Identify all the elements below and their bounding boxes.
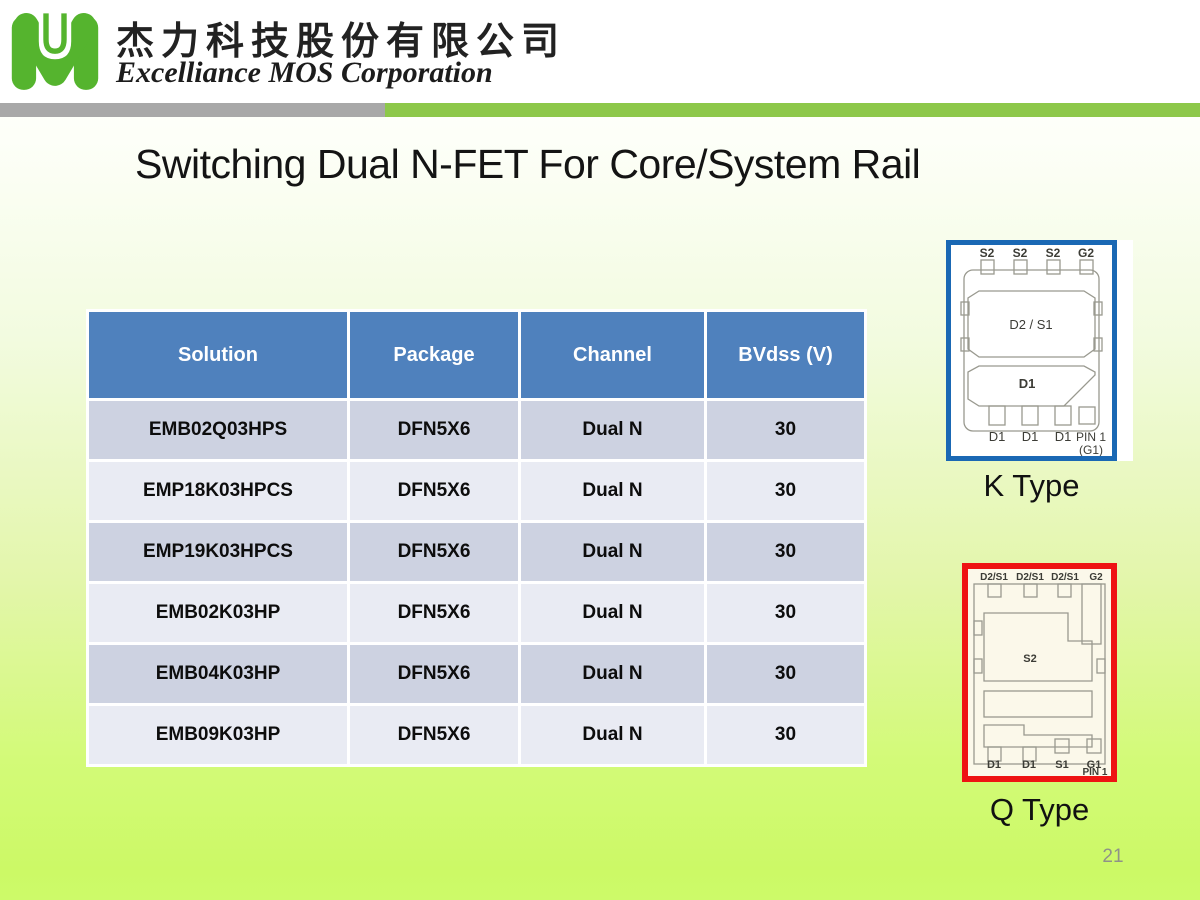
table-cell: DFN5X6 xyxy=(347,459,521,523)
svg-text:S2: S2 xyxy=(1013,246,1028,260)
svg-text:G1: G1 xyxy=(1087,759,1102,771)
svg-text:D1: D1 xyxy=(1022,759,1036,771)
k-type-pinout-drawing: S2 S2 S2 G2 D2 / S1 D1 D1 D1 D1 PIN 1 (G… xyxy=(960,246,1106,456)
table-cell: 30 xyxy=(704,398,867,462)
svg-text:G2: G2 xyxy=(1078,246,1094,260)
k-type-diagram: S2 S2 S2 G2 D2 / S1 D1 D1 D1 D1 PIN 1 (G… xyxy=(946,240,1117,461)
table-cell: EMP18K03HPCS xyxy=(86,459,350,523)
svg-text:S2: S2 xyxy=(1023,653,1036,665)
table-header: Solution Package Channel BVdss (V) xyxy=(86,309,867,401)
table-cell: EMB09K03HP xyxy=(86,703,350,767)
page-number: 21 xyxy=(1102,846,1124,867)
table-cell: 30 xyxy=(704,581,867,645)
svg-text:D2/S1: D2/S1 xyxy=(1051,572,1079,583)
table-cell: DFN5X6 xyxy=(347,581,521,645)
column-header-bvdss: BVdss (V) xyxy=(704,309,867,401)
k-type-label: K Type xyxy=(983,468,1080,503)
table-cell: EMB02Q03HPS xyxy=(86,398,350,462)
q-type-label: Q Type xyxy=(989,792,1090,827)
table-cell: Dual N xyxy=(518,703,707,767)
svg-text:D2/S1: D2/S1 xyxy=(980,572,1008,583)
table-cell: Dual N xyxy=(518,581,707,645)
table-cell: Dual N xyxy=(518,642,707,706)
table-cell: 30 xyxy=(704,642,867,706)
table-cell: Dual N xyxy=(518,459,707,523)
table-header-row: Solution Package Channel BVdss (V) xyxy=(86,309,867,401)
svg-text:G2: G2 xyxy=(1089,572,1103,583)
table-cell: Dual N xyxy=(518,398,707,462)
table-cell: DFN5X6 xyxy=(347,703,521,767)
column-header-channel: Channel xyxy=(518,309,707,401)
svg-text:D1: D1 xyxy=(1022,429,1039,444)
svg-text:PIN 1: PIN 1 xyxy=(1082,767,1107,776)
accent-bar-gray xyxy=(0,103,385,117)
svg-text:S2: S2 xyxy=(980,246,995,260)
table-cell: DFN5X6 xyxy=(347,398,521,462)
table-cell: EMB04K03HP xyxy=(86,642,350,706)
table-cell: DFN5X6 xyxy=(347,520,521,584)
table-cell: DFN5X6 xyxy=(347,642,521,706)
svg-text:D1: D1 xyxy=(987,759,1001,771)
table-cell: 30 xyxy=(704,703,867,767)
q-type-diagram: D2/S1 D2/S1 D2/S1 G2 S2 xyxy=(962,563,1117,782)
column-header-solution: Solution xyxy=(86,309,350,401)
page-title: Switching Dual N-FET For Core/System Rai… xyxy=(135,141,921,187)
svg-text:D1: D1 xyxy=(989,429,1006,444)
svg-text:D2 / S1: D2 / S1 xyxy=(1009,317,1052,332)
svg-text:PIN 1: PIN 1 xyxy=(1076,430,1106,444)
excelliance-logo-icon xyxy=(11,12,99,90)
svg-text:D1: D1 xyxy=(1055,429,1072,444)
q-type-pinout-drawing: D2/S1 D2/S1 D2/S1 G2 S2 xyxy=(973,572,1108,776)
header-band xyxy=(0,0,1200,103)
table-cell: EMB02K03HP xyxy=(86,581,350,645)
company-name-chinese: 杰力科技股份有限公司 xyxy=(116,18,567,63)
column-header-package: Package xyxy=(347,309,521,401)
table-cell: 30 xyxy=(704,459,867,523)
svg-text:D2/S1: D2/S1 xyxy=(1016,572,1044,583)
table-cell: 30 xyxy=(704,520,867,584)
svg-text:S2: S2 xyxy=(1046,246,1061,260)
svg-text:(G1): (G1) xyxy=(1079,443,1103,456)
svg-text:D1: D1 xyxy=(1019,376,1036,391)
table-cell: Dual N xyxy=(518,520,707,584)
accent-bar-green xyxy=(385,103,1200,117)
table-cell: EMP19K03HPCS xyxy=(86,520,350,584)
svg-text:S1: S1 xyxy=(1055,759,1068,771)
product-table: Solution Package Channel BVdss (V) EMB02… xyxy=(86,309,867,767)
company-name-english: Excelliance MOS Corporation xyxy=(116,56,493,89)
